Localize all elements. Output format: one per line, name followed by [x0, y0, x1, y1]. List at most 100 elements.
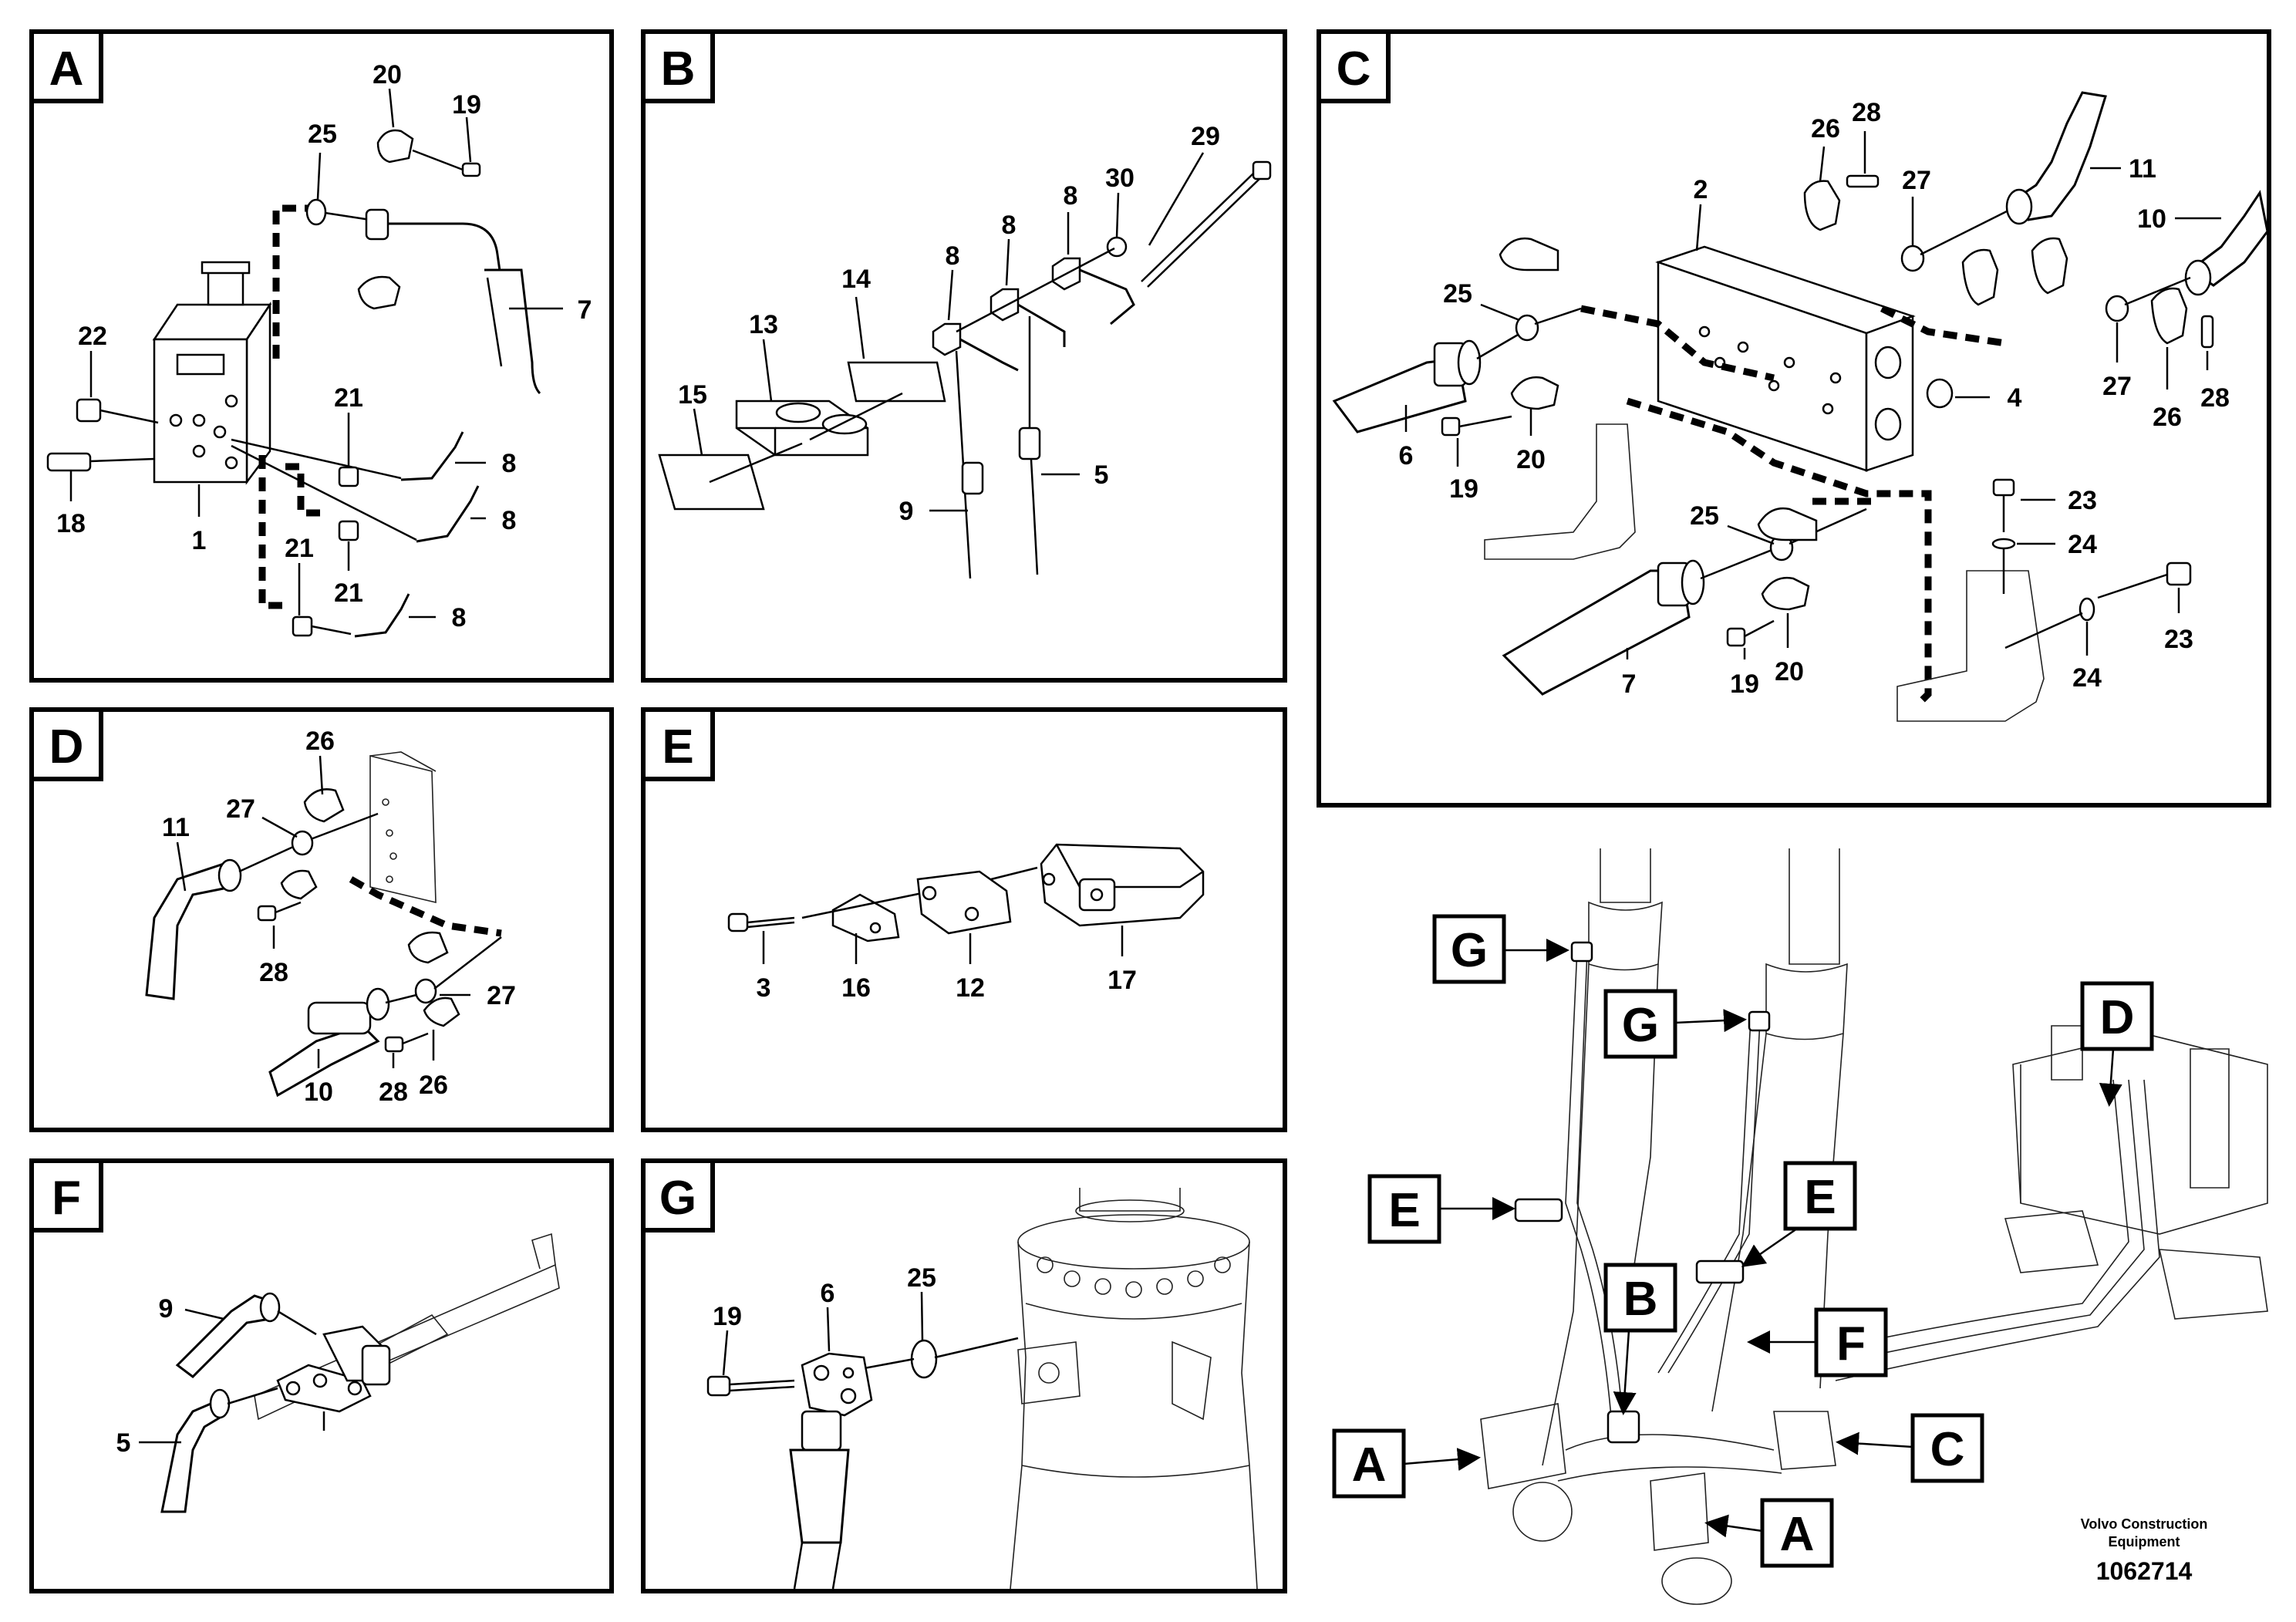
callout-number: 6 [821, 1279, 835, 1308]
callout-number: 25 [1690, 501, 1719, 531]
footer: Volvo Construction Equipment 1062714 [2081, 1516, 2208, 1585]
panel-e: E [641, 707, 1287, 1132]
callout-number: 20 [1516, 445, 1546, 474]
panel-f-callouts: 9 5 [116, 1294, 224, 1458]
callout-number: 7 [1622, 669, 1637, 699]
panel-a: A [29, 29, 614, 683]
overview-label: E [1388, 1184, 1420, 1237]
callout-number: 28 [2200, 383, 2230, 413]
callout-number: 24 [2072, 663, 2102, 693]
callout-number: 25 [1443, 279, 1472, 309]
panel-g: G [641, 1158, 1287, 1593]
panel-c: C [1317, 29, 2271, 808]
panel-c-callouts: 26 28 27 11 10 2 25 4 27 28 26 6 19 20 2… [1399, 98, 2230, 699]
callout-number: 2 [1694, 175, 1708, 204]
callout-number: 5 [1094, 460, 1109, 490]
valve-block [152, 261, 272, 485]
callout-number: 21 [334, 383, 363, 413]
callout-number: 15 [678, 380, 707, 410]
callout-number: 12 [956, 973, 985, 1003]
panel-f-label-box [29, 1158, 103, 1233]
callout-number: 14 [841, 265, 871, 294]
overview-label: A [1352, 1438, 1387, 1492]
panel-f-frame [29, 1158, 614, 1593]
callout-number: 8 [1002, 211, 1017, 240]
callout-number: 16 [841, 973, 871, 1003]
callout-number: 1 [192, 526, 207, 555]
callout-number: 26 [305, 727, 335, 756]
callout-number: 27 [226, 794, 255, 824]
manifold-block [1655, 245, 1916, 472]
panel-b-callouts: 29 30 8 8 8 14 13 15 9 5 [678, 122, 1220, 526]
panel-b-frame [641, 29, 1287, 683]
callout-number: 11 [2129, 154, 2156, 184]
callout-number: 27 [1902, 166, 1931, 195]
callout-number: 21 [285, 534, 314, 563]
route-dash [258, 455, 285, 609]
callout-number: 7 [578, 295, 592, 325]
overview-label: B [1623, 1273, 1658, 1326]
panel-d: D [29, 707, 614, 1132]
overview-illustration [1480, 848, 2268, 1605]
brand-name-line2: Equipment [2109, 1534, 2180, 1549]
panel-e-label: E [662, 720, 693, 774]
panel-c-label: C [1337, 42, 1371, 96]
callout-number: 20 [1775, 657, 1804, 686]
panel-b-label-box [641, 29, 715, 103]
overview-label: E [1804, 1171, 1836, 1224]
overview-labels: G G E E B F A C A D [1332, 914, 2154, 1568]
panel-g-callouts: 19 6 25 [713, 1263, 936, 1376]
overview-label: G [1451, 924, 1488, 977]
panel-a-frame [29, 29, 614, 683]
panel-b: B [641, 29, 1287, 683]
callout-number: 13 [749, 310, 778, 339]
callout-number: 29 [1191, 122, 1220, 151]
callout-number: 9 [899, 497, 914, 526]
callout-number: 3 [757, 973, 771, 1003]
overview-label: D [2100, 991, 2135, 1044]
panel-g-label-box [641, 1158, 715, 1233]
callout-number: 28 [259, 958, 288, 987]
callout-number: 19 [1730, 669, 1759, 699]
overview-label: G [1622, 999, 1659, 1052]
callout-number: 24 [2068, 530, 2097, 559]
callout-number: 8 [502, 506, 517, 535]
callout-number: 19 [713, 1302, 742, 1331]
callout-number: 8 [452, 603, 467, 632]
callout-number: 17 [1108, 966, 1137, 995]
callout-number: 20 [373, 60, 402, 89]
callout-number: 6 [1399, 441, 1414, 470]
callout-number: 28 [379, 1077, 408, 1107]
panel-f-label: F [52, 1172, 81, 1225]
overview-label: A [1780, 1508, 1815, 1561]
callout-number: 8 [502, 449, 517, 478]
panel-f: F [29, 1158, 614, 1593]
panel-d-label-box [29, 707, 103, 781]
callout-number: 11 [162, 813, 190, 842]
panel-a-label-box [29, 29, 103, 103]
callout-number: 21 [334, 578, 363, 608]
panel-d-frame [29, 707, 614, 1132]
callout-number: 8 [1064, 181, 1078, 211]
callout-number: 8 [946, 241, 960, 271]
document-number: 1062714 [2096, 1557, 2193, 1585]
callout-number: 27 [2102, 372, 2132, 401]
panel-d-callouts: 26 27 11 28 27 10 28 26 [162, 727, 516, 1107]
panel-d-label: D [49, 720, 84, 774]
callout-number: 27 [487, 981, 516, 1010]
callout-number: 25 [907, 1263, 936, 1293]
callout-number: 25 [308, 120, 337, 149]
callout-number: 30 [1105, 164, 1135, 193]
panel-a-callouts: 20 19 25 7 22 21 8 18 1 21 8 21 21 8 [56, 60, 592, 632]
callout-number: 18 [56, 509, 86, 538]
panel-e-label-box [641, 707, 715, 781]
callout-number: 26 [2153, 403, 2182, 432]
panel-c-frame [1317, 29, 2271, 808]
panel-g-label: G [659, 1172, 696, 1225]
overview-label: C [1930, 1423, 1965, 1476]
panel-g-frame [641, 1158, 1287, 1593]
panel-e-callouts: 3 16 12 17 [757, 926, 1137, 1003]
callout-number: 9 [159, 1294, 174, 1324]
callout-number: 28 [1852, 98, 1881, 127]
callout-number: 26 [419, 1071, 448, 1100]
